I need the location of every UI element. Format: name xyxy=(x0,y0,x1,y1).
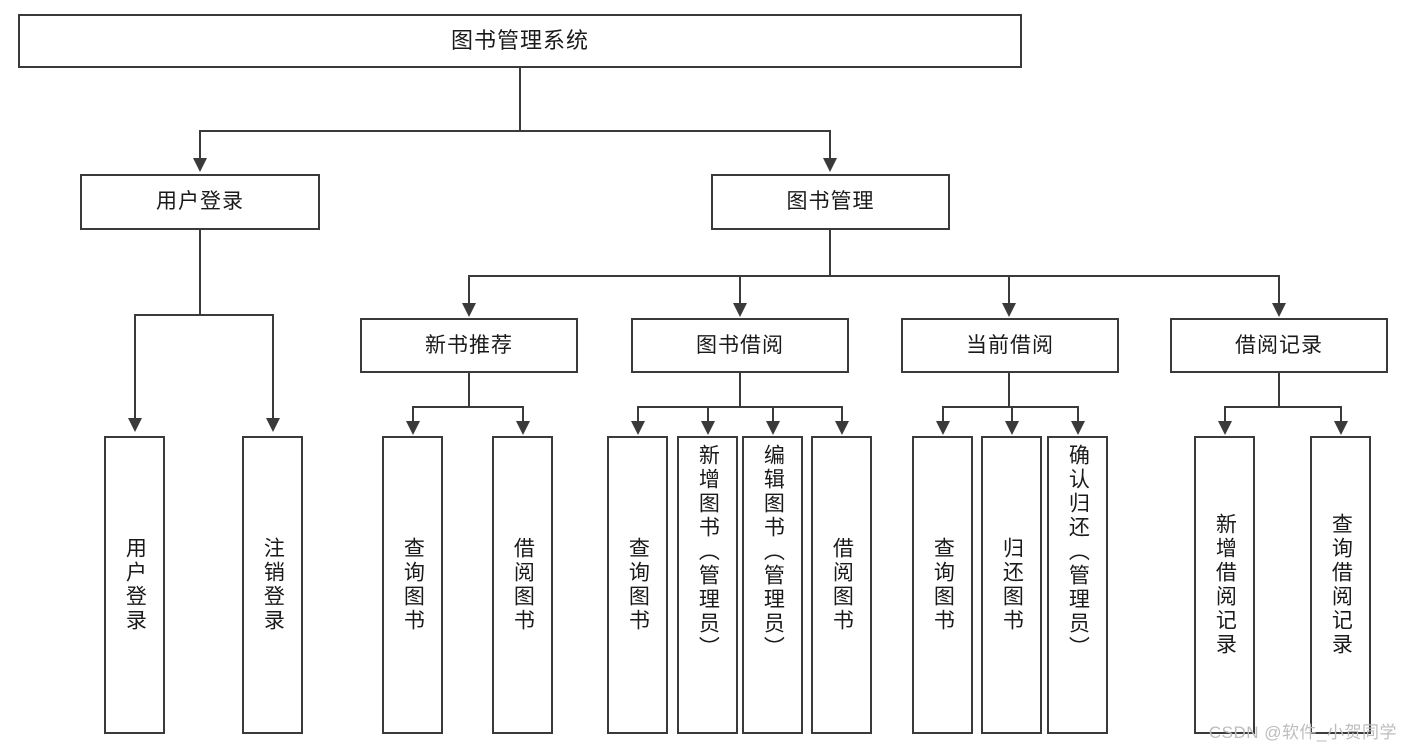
node-label: 图书管理 xyxy=(786,190,875,214)
node-label: 借阅图书 xyxy=(830,537,854,633)
leaf-borrow-record-add[interactable]: 新增借阅记录 xyxy=(1194,436,1255,734)
edge-current-borrow-stem xyxy=(1008,373,1010,407)
edge-new-book-stem xyxy=(468,373,470,407)
node-label: 注销登录 xyxy=(261,537,285,633)
node-label: 当前借阅 xyxy=(966,333,1054,357)
arrow-cb-to-leaf-0 xyxy=(936,421,950,435)
node-label: 查询图书 xyxy=(626,537,650,633)
edge-bm-to-new-book xyxy=(468,275,470,304)
node-label: 查询图书 xyxy=(931,537,955,633)
node-label: 查询借阅记录 xyxy=(1329,513,1353,657)
node-label: 图书借阅 xyxy=(696,333,784,357)
edge-borrow-record-stem xyxy=(1278,373,1280,407)
node-label: 确认归还（管理员） xyxy=(1066,444,1090,660)
node-borrow-record[interactable]: 借阅记录 xyxy=(1170,318,1388,373)
node-label: 新书推荐 xyxy=(425,333,513,357)
node-label: 新增图书（管理员） xyxy=(696,444,720,660)
edge-current-borrow-bus xyxy=(942,406,1078,408)
edge-br-to-leaf-0 xyxy=(1224,406,1226,422)
node-label: 新增借阅记录 xyxy=(1213,513,1237,657)
leaf-current-borrow-query[interactable]: 查询图书 xyxy=(912,436,973,734)
arrow-cb-to-leaf-2 xyxy=(1071,421,1085,435)
node-user-login[interactable]: 用户登录 xyxy=(80,174,320,230)
node-label: 归还图书 xyxy=(1000,537,1024,633)
edge-bb-to-leaf-2 xyxy=(772,406,774,422)
edge-cb-to-leaf-0 xyxy=(942,406,944,422)
arrow-cb-to-leaf-1 xyxy=(1005,421,1019,435)
edge-borrow-record-bus xyxy=(1224,406,1342,408)
arrow-bb-to-leaf-3 xyxy=(835,421,849,435)
arrow-bb-to-leaf-0 xyxy=(631,421,645,435)
edge-new-book-bus xyxy=(412,406,524,408)
edge-bb-to-leaf-3 xyxy=(841,406,843,422)
edge-root-bus xyxy=(199,130,831,132)
edge-book-management-bus xyxy=(468,275,1280,277)
leaf-new-book-borrow[interactable]: 借阅图书 xyxy=(492,436,553,734)
edge-book-management-stem xyxy=(829,230,831,276)
node-book-management[interactable]: 图书管理 xyxy=(711,174,950,230)
edge-user-login-to-leaf-1 xyxy=(272,314,274,419)
node-current-borrow[interactable]: 当前借阅 xyxy=(901,318,1119,373)
edge-bm-to-borrow-record xyxy=(1278,275,1280,304)
edge-bm-to-current-borrow xyxy=(1008,275,1010,304)
leaf-book-borrow-borrow[interactable]: 借阅图书 xyxy=(811,436,872,734)
arrow-bm-to-borrow-record xyxy=(1272,303,1286,317)
arrow-br-to-leaf-0 xyxy=(1218,421,1232,435)
node-label: 图书管理系统 xyxy=(450,27,589,53)
edge-br-to-leaf-1 xyxy=(1340,406,1342,422)
arrow-root-to-user-login xyxy=(193,158,207,172)
node-label: 用户登录 xyxy=(156,190,244,214)
edge-bm-to-book-borrow xyxy=(739,275,741,304)
arrow-bm-to-book-borrow xyxy=(733,303,747,317)
leaf-current-borrow-confirm-return[interactable]: 确认归还（管理员） xyxy=(1047,436,1108,734)
arrow-bb-to-leaf-1 xyxy=(701,421,715,435)
edge-user-login-to-leaf-0 xyxy=(134,314,136,419)
node-root-book-management-system[interactable]: 图书管理系统 xyxy=(18,14,1022,68)
node-label: 用户登录 xyxy=(123,537,147,633)
leaf-book-borrow-edit[interactable]: 编辑图书（管理员） xyxy=(742,436,803,734)
edge-user-login-bus xyxy=(134,314,274,316)
leaf-current-borrow-return[interactable]: 归还图书 xyxy=(981,436,1042,734)
edge-root-to-user-login xyxy=(199,130,201,160)
edge-book-borrow-bus xyxy=(637,406,843,408)
node-label: 编辑图书（管理员） xyxy=(761,444,785,660)
node-label: 查询图书 xyxy=(401,537,425,633)
node-book-borrow[interactable]: 图书借阅 xyxy=(631,318,849,373)
arrow-new-book-to-leaf-1 xyxy=(516,421,530,435)
leaf-user-login-login[interactable]: 用户登录 xyxy=(104,436,165,734)
arrow-root-to-book-management xyxy=(823,158,837,172)
arrow-bm-to-current-borrow xyxy=(1002,303,1016,317)
node-label: 借阅图书 xyxy=(511,537,535,633)
node-label: 借阅记录 xyxy=(1235,333,1323,357)
leaf-borrow-record-query[interactable]: 查询借阅记录 xyxy=(1310,436,1371,734)
edge-bb-to-leaf-0 xyxy=(637,406,639,422)
leaf-new-book-query[interactable]: 查询图书 xyxy=(382,436,443,734)
arrow-user-login-to-leaf-1 xyxy=(266,418,280,432)
arrow-bm-to-new-book xyxy=(462,303,476,317)
arrow-br-to-leaf-1 xyxy=(1334,421,1348,435)
edge-cb-to-leaf-2 xyxy=(1077,406,1079,422)
arrow-bb-to-leaf-2 xyxy=(766,421,780,435)
edge-user-login-stem xyxy=(199,230,201,315)
node-new-book-recommend[interactable]: 新书推荐 xyxy=(360,318,578,373)
leaf-book-borrow-add[interactable]: 新增图书（管理员） xyxy=(677,436,738,734)
edge-root-stem xyxy=(519,68,521,131)
edge-new-book-to-leaf-0 xyxy=(412,406,414,422)
leaf-user-login-logout[interactable]: 注销登录 xyxy=(242,436,303,734)
edge-book-borrow-stem xyxy=(739,373,741,407)
edge-cb-to-leaf-1 xyxy=(1011,406,1013,422)
arrow-user-login-to-leaf-0 xyxy=(128,418,142,432)
edge-bb-to-leaf-1 xyxy=(707,406,709,422)
arrow-new-book-to-leaf-0 xyxy=(406,421,420,435)
edge-root-to-book-management xyxy=(829,130,831,160)
leaf-book-borrow-query[interactable]: 查询图书 xyxy=(607,436,668,734)
edge-new-book-to-leaf-1 xyxy=(522,406,524,422)
